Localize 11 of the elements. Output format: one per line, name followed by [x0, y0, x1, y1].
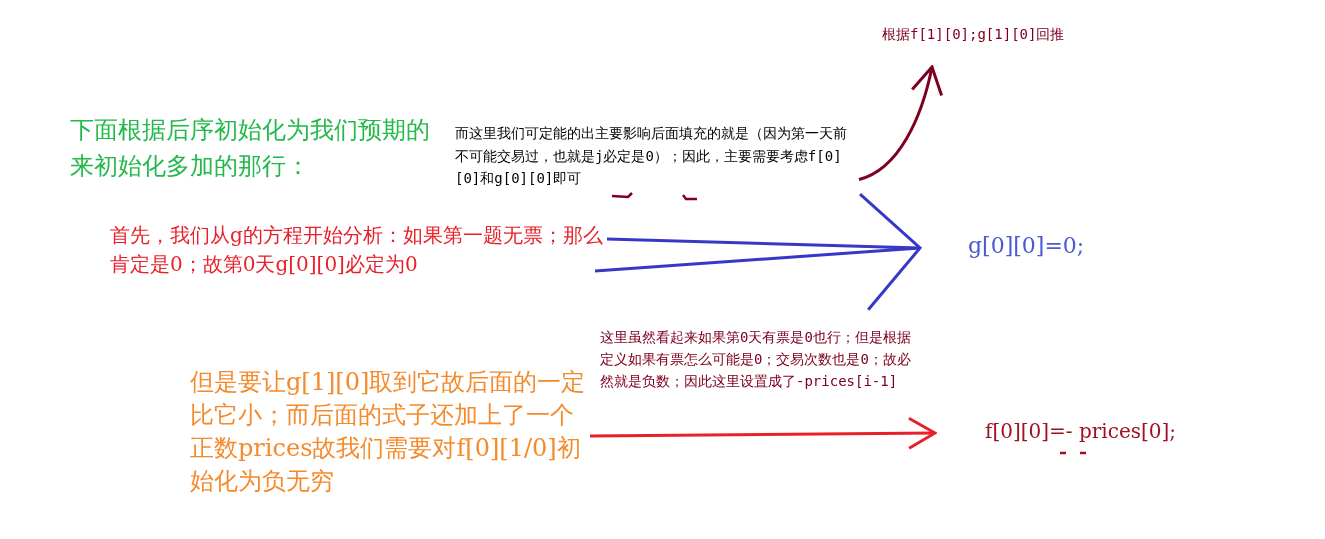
- explanation-text: 首先，我们从g的方程开始分析：如果第一题无票；那么肯定是0；故第0天g[0][0]必定为0: [110, 221, 605, 279]
- arrow: [590, 416, 937, 450]
- heading-text: 下面根据后序初始化为我们预期的来初始化多加的那行：: [70, 112, 445, 184]
- note-text: 根据f[1][0];g[1][0]回推: [882, 23, 1077, 45]
- arrow: [858, 65, 943, 181]
- arrow: [593, 192, 922, 312]
- note-text: 这里虽然看起来如果第0天有票是0也行；但是根据定义如果有票怎么可能是0；交易次数也是0；故必然就是负数；因此这里设置成了-prices[i-1]: [600, 326, 915, 392]
- explanation-text: 但是要让g[1][0]取到它故后面的一定比它小；而后面的式子还加上了一个正数prices故我们需要对f[0][1/0]初始化为负无穷: [190, 366, 588, 498]
- formula-text: f[0][0]=- prices[0];: [985, 417, 1225, 445]
- note-text: 而这里我们可定能的出主要影响后面填充的就是（因为第一天前不可能交易过，也就是j必定是0）；因此，主要需要考虑f[0][0]和g[0][0]即可: [455, 122, 857, 190]
- formula-text: g[0][0]=0;: [968, 232, 1118, 260]
